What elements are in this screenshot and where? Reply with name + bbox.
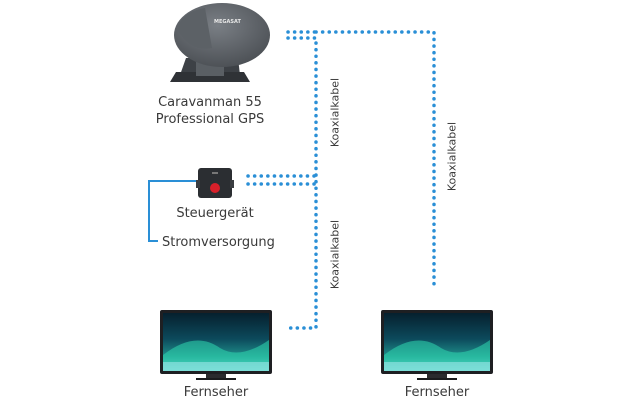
antenna-name-line1: Caravanman 55 — [158, 95, 262, 110]
coax-cable-right — [314, 30, 436, 287]
power-supply-label: Stromversorgung — [162, 235, 275, 250]
tv-left-icon — [160, 310, 272, 380]
satellite-antenna-icon: MEGASAT — [170, 3, 270, 82]
tv-left-label: Fernseher — [183, 385, 249, 400]
controller-red-button — [210, 183, 220, 193]
antenna-brand-text: MEGASAT — [214, 19, 241, 25]
cable-label-right: Koaxialkabel — [445, 121, 459, 192]
tv-right-label: Fernseher — [404, 385, 470, 400]
cable-label-upper: Koaxialkabel — [328, 77, 342, 148]
coax-cable-left-main — [286, 36, 318, 330]
coax-cables — [246, 30, 436, 330]
tv-right-icon — [381, 310, 493, 380]
controller-device-icon — [196, 168, 234, 198]
antenna-name-line2: Professional GPS — [155, 112, 265, 127]
cable-label-lower: Koaxialkabel — [328, 219, 342, 290]
power-supply-line — [148, 180, 196, 242]
controller-label: Steuergerät — [176, 206, 254, 221]
